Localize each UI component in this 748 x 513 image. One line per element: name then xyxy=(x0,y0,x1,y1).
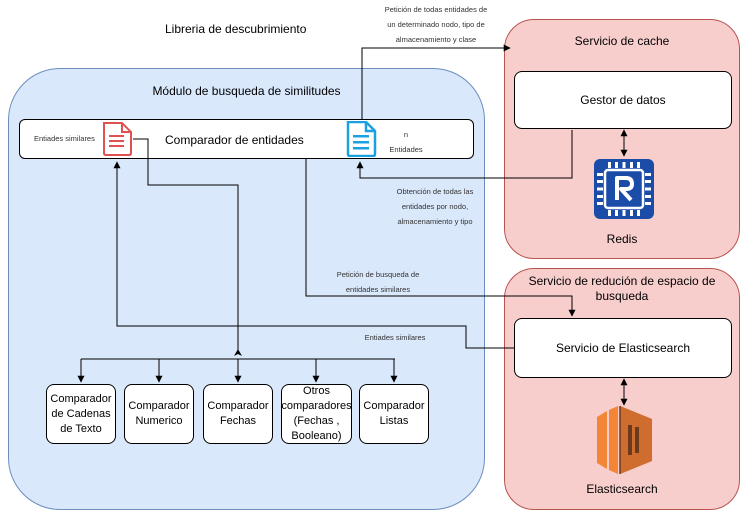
edge-get-all xyxy=(356,130,573,179)
list-comparator-box[interactable]: Comparador Listas xyxy=(359,384,429,444)
edge-label-get-all: Obtención de todas las entidades por nod… xyxy=(396,187,474,226)
redis-label: Redis xyxy=(606,232,638,246)
other-comparators-box[interactable]: Otros comparadores (Fechas , Booleano) xyxy=(281,384,352,444)
edge-label-request-all: Petición de todas entidades de un determ… xyxy=(384,5,488,44)
redis-icon xyxy=(594,159,654,219)
numeric-comparator-box[interactable]: Comparador Numerico xyxy=(124,384,194,444)
data-manager-box[interactable]: Gestor de datos xyxy=(514,71,732,129)
n-entities-label: n Entidades xyxy=(389,130,423,154)
elasticsearch-label: Elasticsearch xyxy=(586,482,658,496)
entity-comparator-box[interactable] xyxy=(19,119,474,159)
date-comparator-box[interactable]: Comparador Fechas xyxy=(203,384,273,444)
text-comparator-box[interactable]: Comparador de Cadenas de Texto xyxy=(46,384,116,444)
edge-label-search-request: Petición de busqueda de entidades simila… xyxy=(336,270,420,294)
similarity-module-title: Módulo de busqueda de similitudes xyxy=(152,84,341,98)
edge-request-all xyxy=(361,44,511,120)
entities-document-icon xyxy=(346,121,377,157)
elasticsearch-service-box[interactable]: Servicio de Elasticsearch xyxy=(514,318,732,378)
elasticsearch-icon xyxy=(597,406,652,474)
edge-search-request xyxy=(305,159,576,317)
similar-entities-small-label: Entiades similares xyxy=(34,134,95,143)
cache-service-title: Servicio de cache xyxy=(574,34,670,48)
edge-doc-to-comparators xyxy=(133,138,239,354)
library-title: Libreria de descubrimiento xyxy=(165,22,307,36)
edge-similar-entities xyxy=(113,161,514,349)
reduction-service-title: Servicio de redución de espacio de busqu… xyxy=(528,274,716,303)
similar-entities-document-icon xyxy=(103,122,132,156)
edge-label-similar-entities: Entiades similares xyxy=(364,333,426,342)
entity-comparator-label: Comparador de entidades xyxy=(165,133,304,147)
